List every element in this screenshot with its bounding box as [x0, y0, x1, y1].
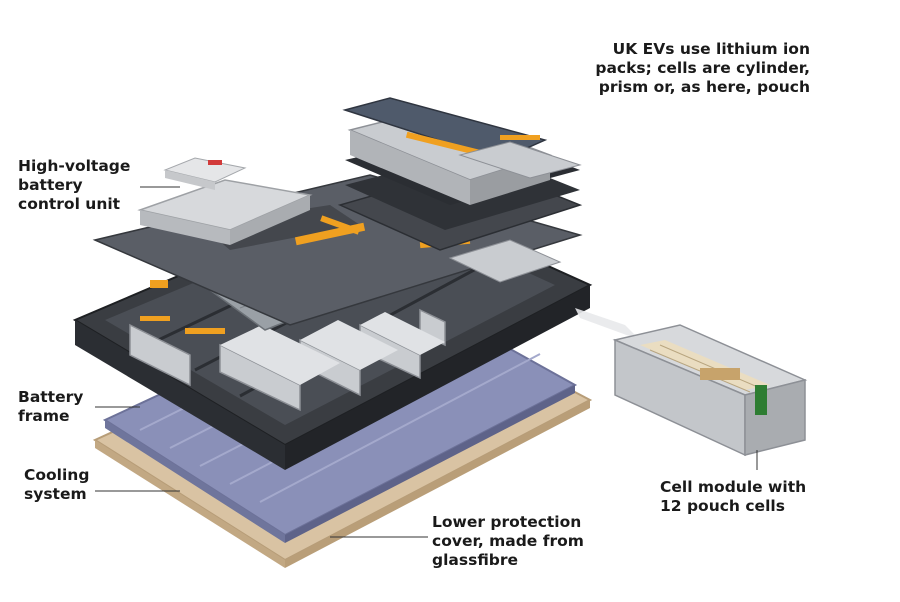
lower-cell-modules: [129, 308, 446, 412]
cooling-system-label: Cooling system: [24, 466, 90, 503]
upper-module-stack: [337, 97, 583, 283]
intro-caption: UK EVs use lithium ion packs; cells are …: [595, 40, 810, 96]
hv-control-unit-label: High-voltage battery control unit: [18, 157, 131, 213]
lower-protection-cover-label: Lower protection cover, made from glassf…: [432, 513, 584, 569]
cell-module-label: Cell module with 12 pouch cells: [660, 478, 807, 515]
battery-frame-label: Battery frame: [18, 388, 84, 425]
cell-module-detail: [612, 324, 808, 457]
leader-lines: [95, 186, 758, 538]
hv-battery-control-unit: [137, 157, 313, 245]
cell-module-callout-line: [575, 308, 640, 340]
